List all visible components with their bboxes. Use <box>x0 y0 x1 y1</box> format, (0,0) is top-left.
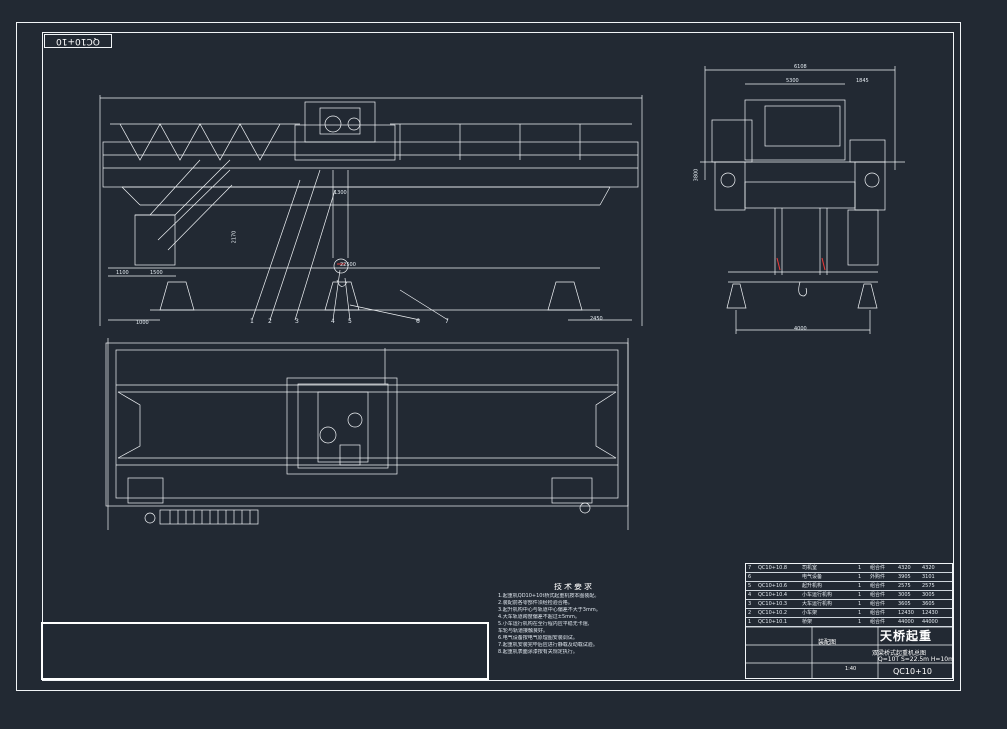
bom-row: 6 电气设备 1 外购件 3905 3101 <box>746 573 952 582</box>
requirement-line: 4.大车轨道跨度偏差不超过±5mm。 <box>498 614 580 620</box>
dim-1300: 1300 <box>334 190 347 196</box>
balloon-5: 5 <box>348 318 352 325</box>
balloon-4: 4 <box>331 318 335 325</box>
dim-1000: 1000 <box>136 320 149 326</box>
technical-requirements-heading: 技术要求 <box>554 583 594 590</box>
balloon-6: 6 <box>416 318 420 325</box>
front-elevation <box>99 95 643 326</box>
requirement-line: 8.起重机表面涂漆按有关规定执行。 <box>498 649 578 655</box>
bom-row: 1 QC10+10.1 桥架 1 组合件 44000 44000 <box>746 618 952 627</box>
plan-view <box>105 338 629 530</box>
requirement-line: 车轮与轨道接触良好。 <box>498 628 549 634</box>
bom-row: 2 QC10+10.2 小车架 1 组合件 12430 12430 <box>746 609 952 618</box>
drawing-title: 双梁桥式起重机总图 <box>872 650 927 657</box>
title-block-lines <box>745 626 953 679</box>
assembly-label: 装配图 <box>818 639 837 646</box>
side-elevation <box>700 66 905 334</box>
dim-5300: 5300 <box>786 78 799 84</box>
dim-4000: 4000 <box>794 326 807 332</box>
balloon-1: 1 <box>250 318 254 325</box>
dim-1500: 1500 <box>150 270 163 276</box>
requirement-line: 3.起升机构中心与轨道中心偏差不大于3mm。 <box>498 607 601 613</box>
bom-row: 5 QC10+10.6 起升机构 1 组合件 2575 2575 <box>746 582 952 591</box>
balloon-2: 2 <box>268 318 272 325</box>
drawing-border-outer <box>16 22 961 691</box>
dim-span: 22500 <box>340 262 356 268</box>
requirement-line: 7.起重机安装完毕后应进行静载及动载试验。 <box>498 642 598 648</box>
bom-row: 3 QC10+10.3 大车运行机构 1 组合件 3605 3605 <box>746 600 952 609</box>
title-block: 7 QC10+10.8 司机室 1 组合件 4320 4320 6 电气设备 1… <box>745 563 953 679</box>
drawing-code: QC10+10 <box>893 667 932 676</box>
requirement-line: 6.电气设备按电气原理图安装调试。 <box>498 635 578 641</box>
dim-3800: 3800 <box>693 168 700 182</box>
drawing-border-inner <box>42 32 954 681</box>
drawing-subtitle: Q=10T S=22.5m H=10m <box>878 656 954 663</box>
technical-requirements: 技术要求 1.起重机QD10+10t桥式起重机按本图装配。 2.装配前各零部件须… <box>498 583 650 656</box>
drawing-scale: 1:40 <box>845 666 857 672</box>
requirement-line: 2.装配前各零部件须经检验合格。 <box>498 600 573 606</box>
requirement-line: 1.起重机QD10+10t桥式起重机按本图装配。 <box>498 593 600 599</box>
red-accents <box>337 257 826 271</box>
dim-2450: 2450 <box>590 316 603 322</box>
balloon-3: 3 <box>295 318 299 325</box>
drawing-number-tab: QC10+10 <box>44 34 112 48</box>
dim-2170: 2170 <box>231 230 238 244</box>
dim-1845: 1845 <box>856 78 869 84</box>
balloon-7: 7 <box>445 318 449 325</box>
blank-frame-box <box>41 622 489 680</box>
company-name: 天桥起重 <box>880 629 933 643</box>
dim-1100: 1100 <box>116 270 129 276</box>
requirement-line: 5.小车运行机构在全行程内应平稳无卡阻, <box>498 621 590 627</box>
bom-row: 4 QC10+10.4 小车运行机构 1 组合件 3005 3005 <box>746 591 952 600</box>
bom-row: 7 QC10+10.8 司机室 1 组合件 4320 4320 <box>746 564 952 573</box>
dim-6108: 6108 <box>794 64 807 70</box>
